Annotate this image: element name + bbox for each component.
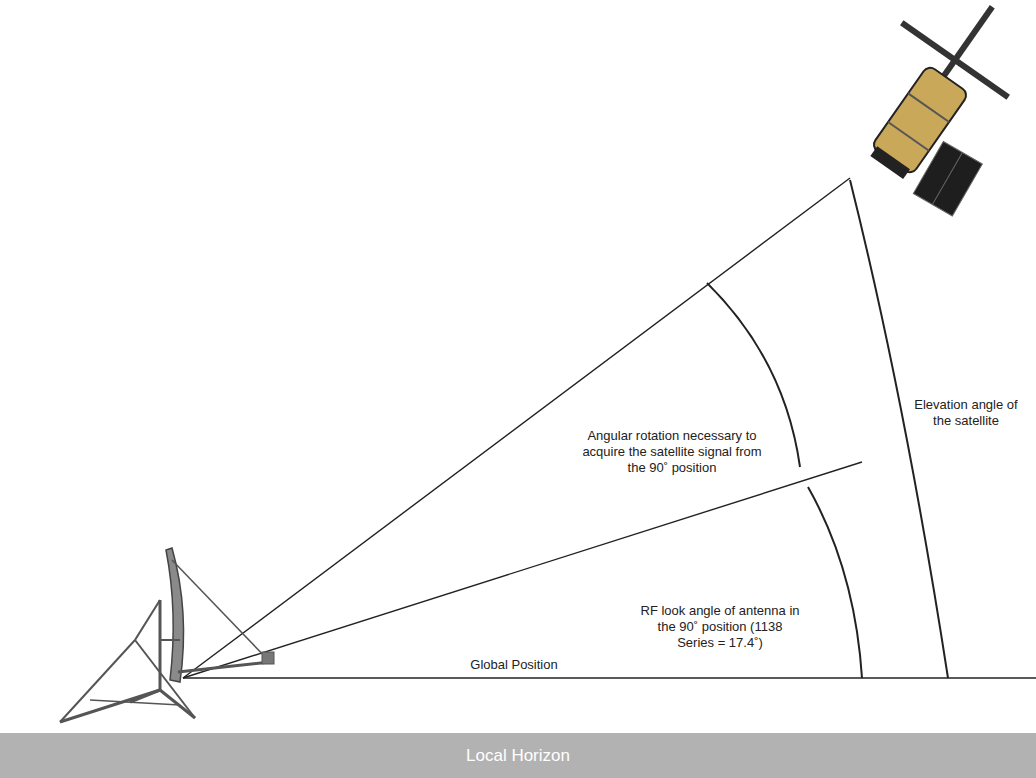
reference-line (183, 677, 1036, 678)
angle-note: RF look angle of antenna in the 90˚ posi… (639, 603, 801, 651)
horizon-band: Local Horizon (0, 733, 1036, 778)
antenna-illustration (60, 548, 274, 722)
band-label: Local Horizon (466, 746, 570, 766)
satellite-illustration (864, 0, 1036, 216)
rf-arc (808, 487, 862, 678)
satellite-line (183, 178, 850, 678)
angle-note: Elevation angle of the satellite (910, 396, 1022, 430)
look-angle-line (183, 462, 862, 678)
axis-label: Global Position (454, 657, 574, 673)
angle-note: Angular rotation necessary to acquire th… (577, 428, 767, 476)
